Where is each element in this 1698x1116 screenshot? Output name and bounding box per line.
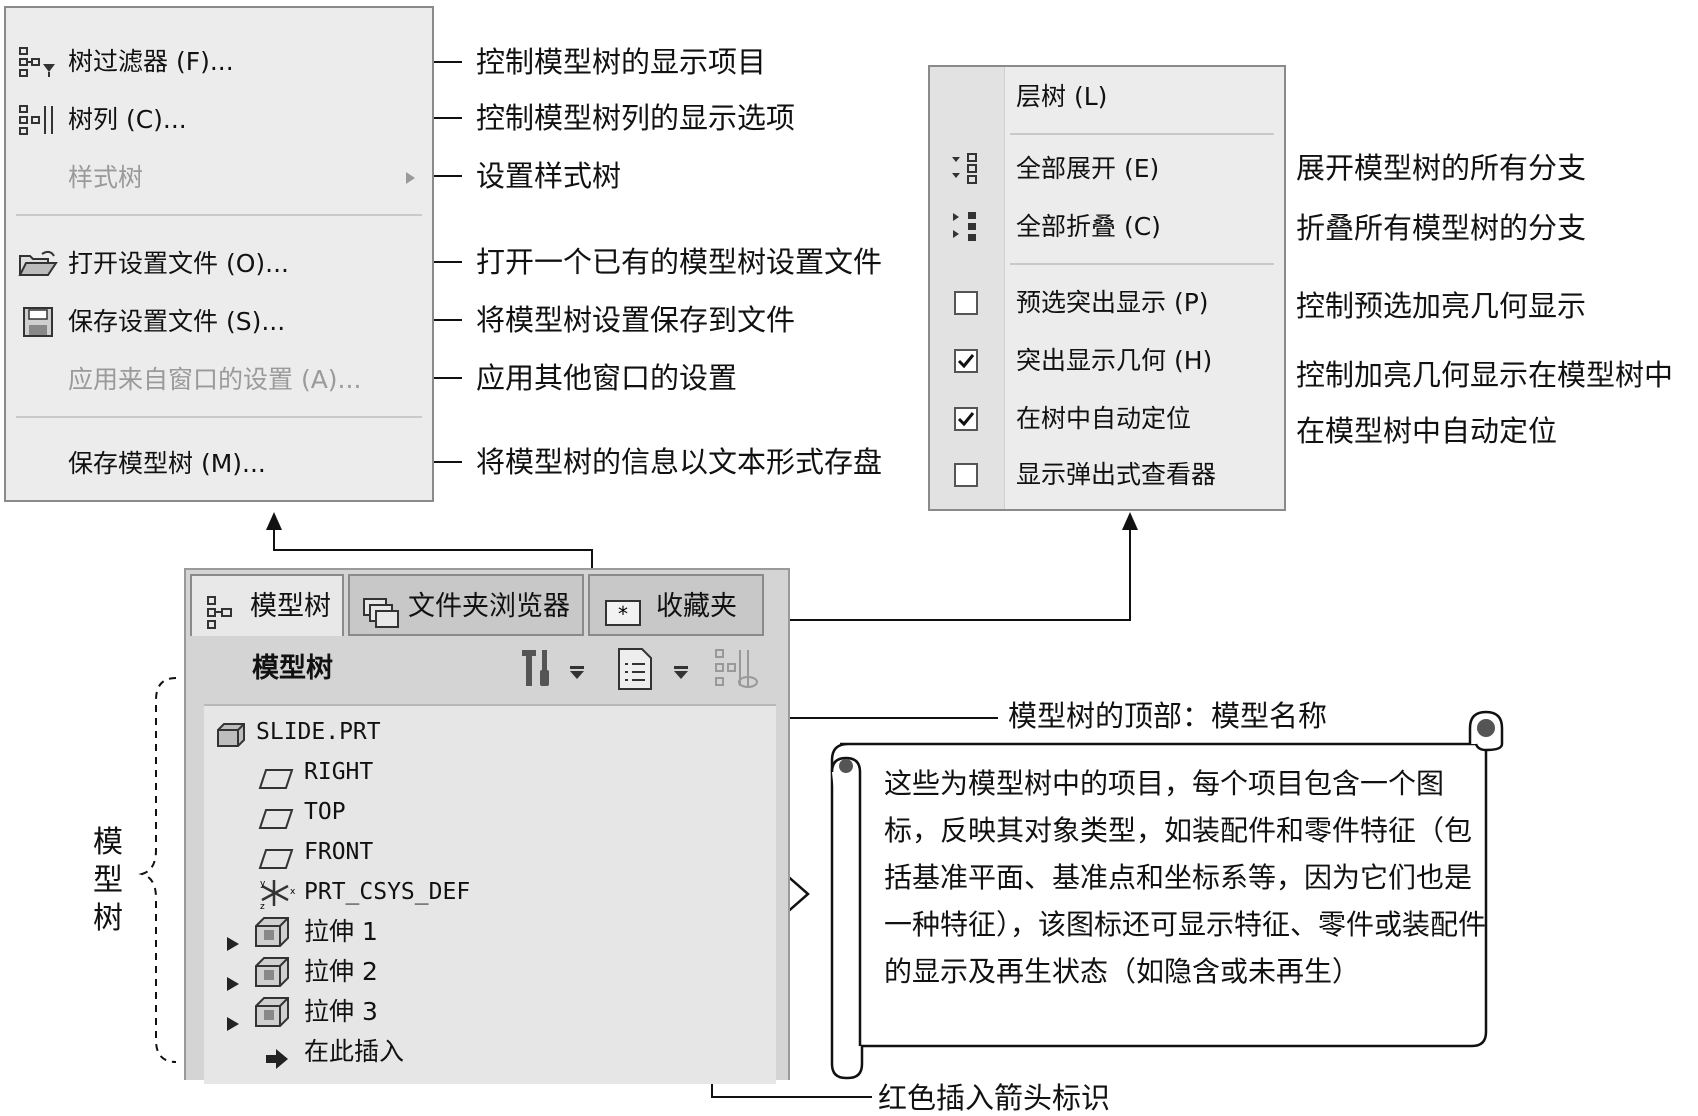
expand-triangle-icon[interactable] bbox=[226, 1004, 240, 1044]
part-icon bbox=[216, 720, 246, 760]
tab-folder-browser[interactable]: 文件夹浏览器 bbox=[348, 574, 584, 636]
tab-favorites[interactable]: * 收藏夹 bbox=[588, 574, 764, 636]
checkbox-checked-icon[interactable] bbox=[954, 407, 978, 431]
settings-tools-icon[interactable] bbox=[518, 646, 560, 694]
annotation-insert-arrow: 红色插入箭头标识 bbox=[878, 1081, 1111, 1115]
scroll-note-text: 这些为模型树中的项目，每个项目包含一个图标，反映其对象类型，如装配件和零件特征（… bbox=[884, 767, 1487, 988]
menu-item-style-tree[interactable]: 样式树 bbox=[6, 158, 432, 198]
annotation-preselect: 控制预选加亮几何显示 bbox=[1296, 289, 1587, 323]
menu-item-tree-filter[interactable]: 树过滤器 (F)... bbox=[6, 42, 432, 82]
datum-plane-icon bbox=[258, 842, 294, 882]
checkbox-icon[interactable] bbox=[954, 291, 978, 315]
collapse-all-icon bbox=[950, 211, 984, 243]
svg-text:z: z bbox=[260, 902, 265, 910]
favorites-icon: * bbox=[604, 590, 644, 652]
menu-item-apply-window-settings[interactable]: 应用来自窗口的设置 (A)... bbox=[68, 365, 362, 394]
annotation-tree-filter: 控制模型树的显示项目 bbox=[476, 45, 767, 79]
extrude-icon bbox=[254, 996, 290, 1040]
menu-icon-gutter bbox=[930, 67, 1005, 509]
svg-text:y: y bbox=[260, 879, 266, 889]
floppy-disk-icon bbox=[18, 306, 58, 338]
insert-arrow-icon bbox=[264, 1042, 290, 1082]
tree-settings-menu: 树过滤器 (F)... 树列 (C)... 样式树 打开设置文件 (O)... … bbox=[4, 6, 434, 502]
menu-item-save-model-tree[interactable]: 保存模型树 (M)... bbox=[68, 449, 266, 478]
extrude-icon bbox=[254, 956, 290, 1000]
menu-item-save-settings[interactable]: 保存设置文件 (S)... bbox=[6, 302, 432, 342]
arrowhead bbox=[266, 512, 282, 530]
annotation-open-settings: 打开一个已有的模型树设置文件 bbox=[476, 245, 883, 279]
show-list-icon[interactable] bbox=[616, 646, 654, 696]
annotation-apply-settings: 应用其他窗口的设置 bbox=[476, 361, 738, 395]
svg-text:*: * bbox=[618, 602, 628, 626]
menu-item-expand-all[interactable]: 全部展开 (E) bbox=[930, 147, 1284, 191]
scroll-note-shape bbox=[830, 756, 862, 1046]
menu-item-tree-columns[interactable]: 树列 (C)... bbox=[6, 100, 432, 140]
menu-item-collapse-all[interactable]: 全部折叠 (C) bbox=[930, 205, 1284, 249]
svg-text:x: x bbox=[290, 887, 296, 897]
model-tree-brace bbox=[138, 677, 177, 1063]
annotation-style-tree: 设置样式树 bbox=[476, 159, 622, 193]
tree-filter-icon bbox=[18, 46, 58, 78]
menu-divider bbox=[1010, 133, 1274, 135]
tree-options-menu: 层树 (L) 全部展开 (E) 全部折叠 (C) 预选突出显示 (P) 突出显示… bbox=[928, 65, 1286, 511]
menu-item-preselect-highlight[interactable]: 预选突出显示 (P) bbox=[930, 281, 1284, 325]
annotation-collapse-all: 折叠所有模型树的分支 bbox=[1296, 211, 1587, 245]
annotation-highlight-geometry: 控制加亮几何显示在模型树中 bbox=[1296, 358, 1674, 392]
menu-divider bbox=[16, 416, 422, 418]
folders-icon bbox=[362, 590, 402, 652]
scroll-roll bbox=[839, 759, 853, 773]
datum-plane-icon bbox=[258, 802, 294, 842]
menu-item-highlight-geometry[interactable]: 突出显示几何 (H) bbox=[930, 339, 1284, 383]
menu-item-auto-locate[interactable]: 在树中自动定位 bbox=[930, 397, 1284, 441]
scroll-roll bbox=[1477, 719, 1495, 737]
scroll-note-shape bbox=[1468, 710, 1504, 752]
model-tree-side-label: 模型树 bbox=[93, 825, 123, 936]
expand-all-icon bbox=[950, 153, 984, 185]
annotation-auto-locate: 在模型树中自动定位 bbox=[1296, 414, 1558, 448]
menu-divider bbox=[1010, 263, 1274, 265]
coordinate-system-icon: y x z bbox=[258, 876, 298, 922]
open-folder-icon bbox=[18, 248, 58, 280]
annotation-tree-columns: 控制模型树列的显示选项 bbox=[476, 101, 796, 135]
submenu-arrow-icon bbox=[406, 172, 415, 184]
arrowhead bbox=[1122, 512, 1138, 530]
panel-title: 模型树 bbox=[252, 653, 333, 684]
dropdown-arrow-icon[interactable] bbox=[568, 664, 586, 686]
tree-columns-icon bbox=[18, 104, 58, 136]
expand-triangle-icon[interactable] bbox=[226, 924, 240, 964]
tab-model-tree[interactable]: 模型树 bbox=[190, 574, 344, 636]
checkbox-icon[interactable] bbox=[954, 463, 978, 487]
datum-plane-icon bbox=[258, 762, 294, 802]
model-tree-panel: 模型树 文件夹浏览器 * 收藏夹 模型树 SLIDE.PRT bbox=[184, 568, 790, 1084]
extrude-icon bbox=[254, 916, 290, 960]
model-tree-icon bbox=[206, 590, 236, 652]
expand-triangle-icon[interactable] bbox=[226, 964, 240, 1004]
annotation-save-model-tree: 将模型树的信息以文本形式存盘 bbox=[476, 445, 883, 479]
menu-item-layer-tree[interactable]: 层树 (L) bbox=[1016, 82, 1108, 111]
menu-item-open-settings[interactable]: 打开设置文件 (O)... bbox=[6, 244, 432, 284]
dropdown-arrow-icon[interactable] bbox=[672, 664, 690, 686]
menu-item-popup-viewer[interactable]: 显示弹出式查看器 bbox=[930, 453, 1284, 497]
menu-divider bbox=[16, 214, 422, 216]
annotation-save-settings: 将模型树设置保存到文件 bbox=[476, 303, 796, 337]
annotation-expand-all: 展开模型树的所有分支 bbox=[1296, 151, 1587, 185]
tree-columns-disabled-icon[interactable] bbox=[714, 646, 760, 696]
checkbox-checked-icon[interactable] bbox=[954, 349, 978, 373]
annotation-top-of-tree: 模型树的顶部：模型名称 bbox=[1008, 699, 1328, 733]
